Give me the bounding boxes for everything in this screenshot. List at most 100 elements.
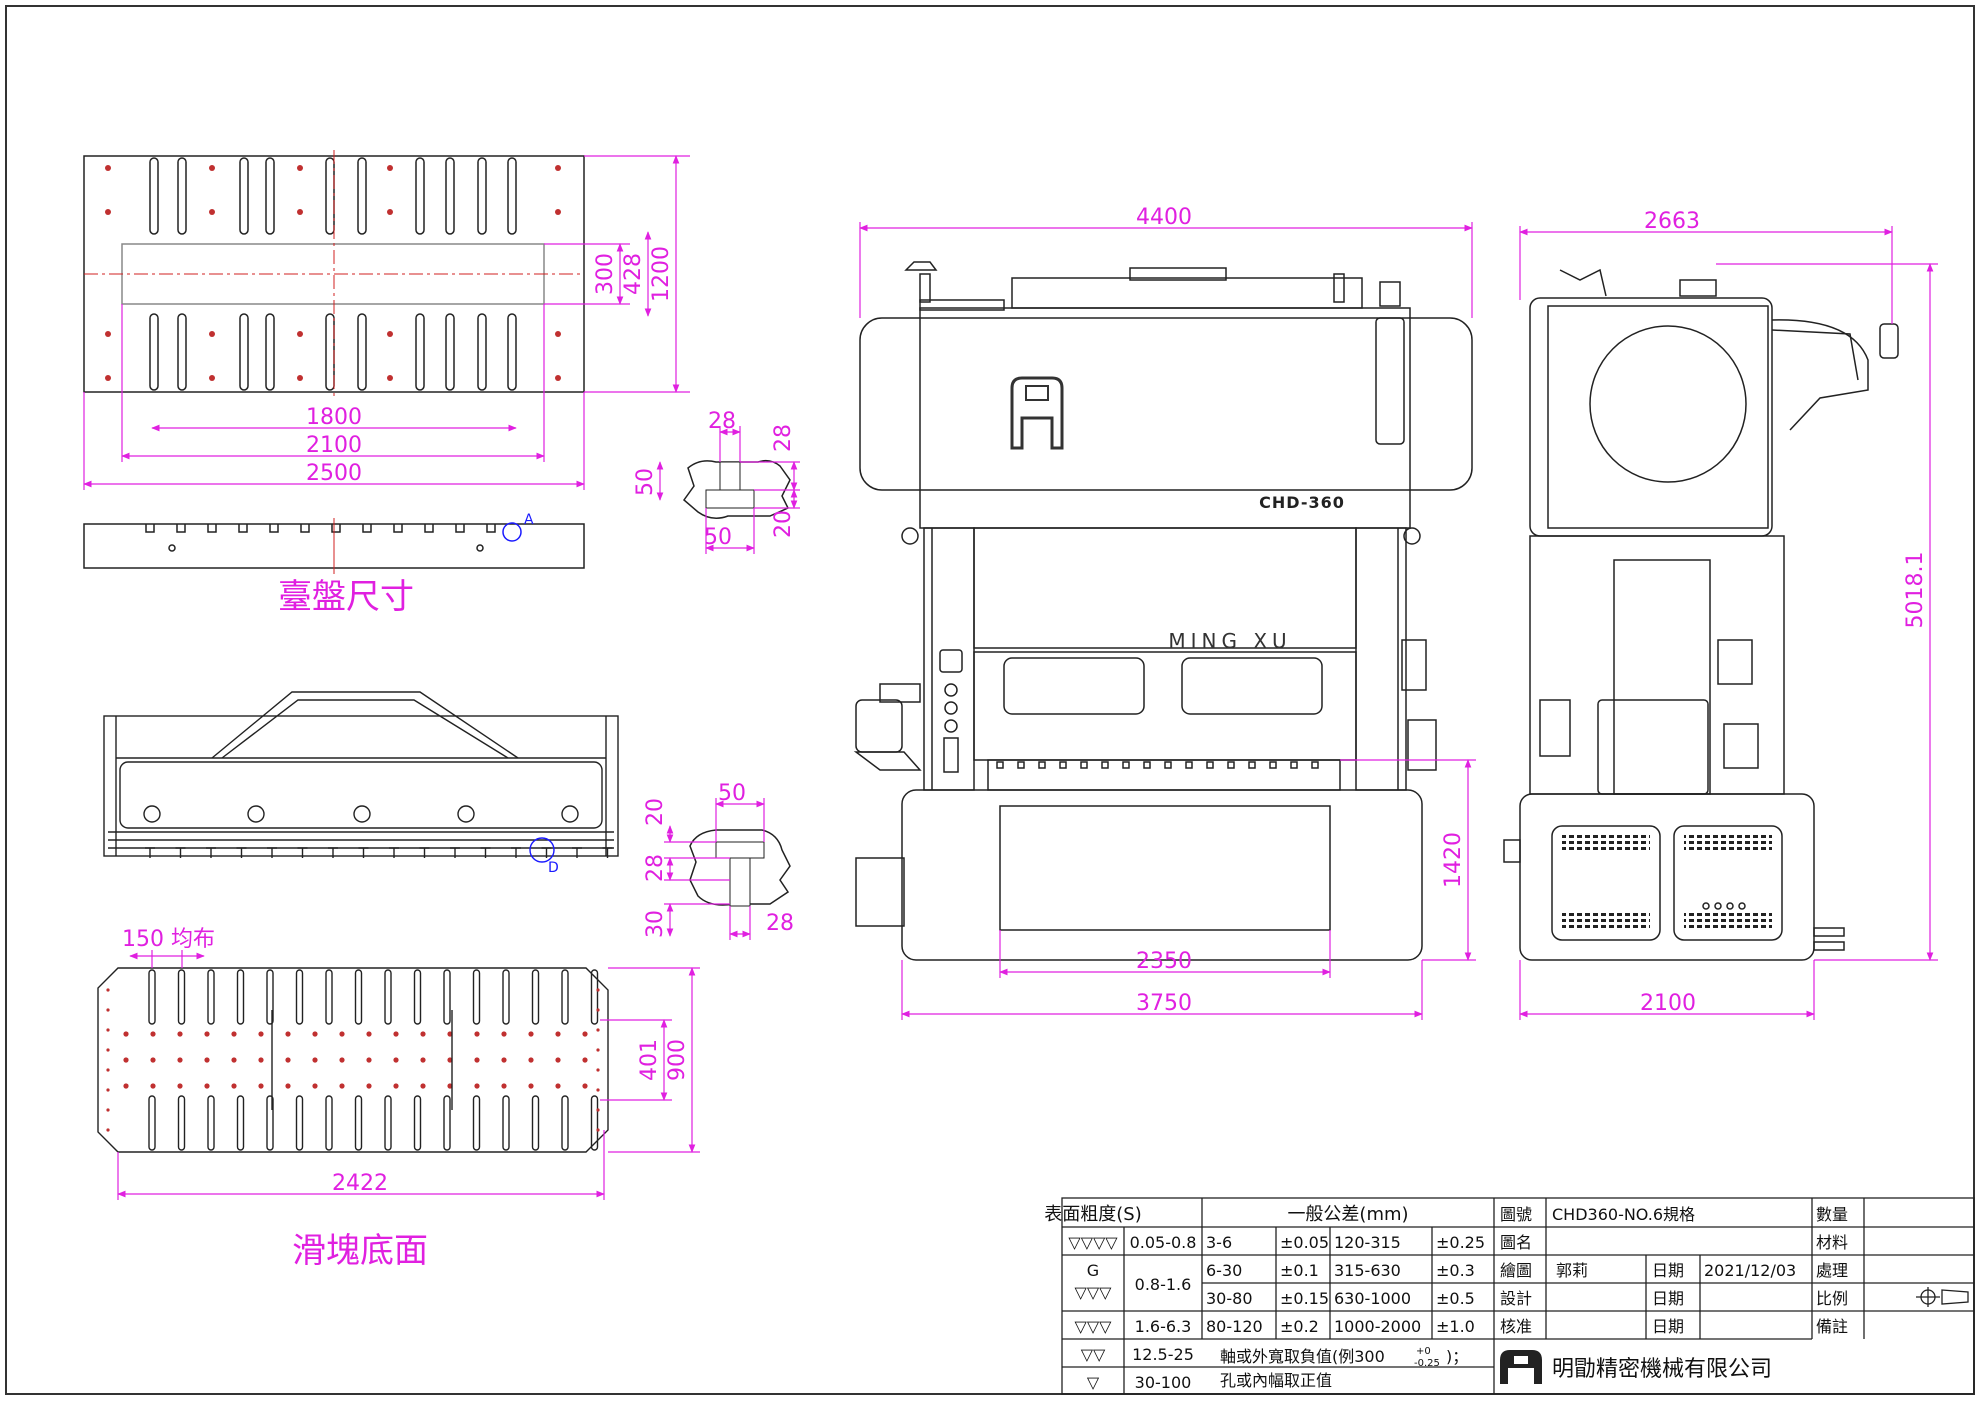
slide-hole	[555, 1057, 561, 1063]
slide-pin	[389, 847, 399, 858]
model-name: CHD-360	[1259, 493, 1345, 512]
slide-hole	[150, 1031, 156, 1037]
roughness-symbol-1: ▽▽▽▽	[1068, 1233, 1118, 1252]
slide-hole	[312, 1083, 318, 1089]
title-block-text: 表面粗度(S) 一般公差(mm) ▽▽▽▽ 0.05-0.8 G ▽▽▽ 0.8…	[1044, 1204, 1848, 1392]
slide-bolt-hole	[457, 805, 475, 823]
slide-hole	[420, 1031, 426, 1037]
tslot-detail-slide: 50 20 28 30 28	[643, 781, 794, 940]
sheet-border	[5, 5, 1975, 1395]
detail-mark-a: A	[524, 512, 534, 528]
label-drawing-name: 圖名	[1500, 1233, 1532, 1252]
tol-range1-4: 80-120	[1206, 1317, 1263, 1336]
roughness-range-2: 0.8-1.6	[1135, 1275, 1192, 1294]
slide-edge-hole	[596, 1128, 600, 1132]
slide-hole	[123, 1031, 129, 1037]
label-treatment: 處理	[1816, 1261, 1848, 1280]
slide-hole	[177, 1057, 183, 1063]
slide-bolt-hole	[247, 805, 265, 823]
slide-edge-hole	[106, 1088, 110, 1092]
slide-t-slot-pin	[1122, 761, 1130, 769]
slide-hole	[528, 1031, 534, 1037]
slide-pin	[511, 847, 521, 858]
slide-pin	[145, 847, 155, 858]
slide-pin	[541, 847, 552, 858]
t-slot	[265, 157, 275, 235]
slide-pin	[206, 847, 216, 858]
side-slot	[300, 524, 310, 533]
slide-slot	[148, 969, 156, 1025]
table-hole	[105, 375, 111, 381]
t-slot	[445, 313, 455, 391]
slide-slot	[266, 1095, 274, 1151]
side-slot	[455, 524, 465, 533]
dim-428: 428	[621, 253, 646, 295]
slide-slot	[295, 1095, 304, 1151]
slide-slot	[590, 969, 599, 1025]
label-designed: 設計	[1500, 1289, 1532, 1308]
tol-value2-1: ±0.25	[1436, 1233, 1485, 1252]
slide-hole	[123, 1057, 129, 1063]
dim-1200: 1200	[649, 246, 674, 302]
slide-edge-hole	[596, 1108, 600, 1112]
press-side-view	[1503, 268, 1899, 961]
slide-t-slot-pin	[1017, 761, 1025, 769]
detail-mark-d: D	[548, 860, 559, 876]
label-date-1: 日期	[1652, 1261, 1684, 1280]
table-hole	[297, 209, 303, 215]
side-hole	[476, 544, 484, 552]
roughness-symbol-2: ▽▽▽	[1075, 1283, 1113, 1302]
table-hole	[555, 331, 561, 337]
value-drawing-no: CHD360-NO.6規格	[1552, 1205, 1695, 1224]
slide-t-slot-pin	[1038, 761, 1046, 769]
slide-t-slot-pin	[1227, 761, 1235, 769]
slide-edge-hole	[596, 1008, 600, 1012]
tol-value1-1: ±0.05	[1280, 1233, 1329, 1252]
slide-hole	[339, 1083, 345, 1089]
slide-pin	[602, 847, 613, 858]
t-slot	[357, 313, 367, 391]
t-slot	[239, 157, 249, 235]
side-slot	[207, 524, 217, 533]
slide-slot	[148, 1095, 156, 1151]
label-scale: 比例	[1816, 1289, 1848, 1308]
side-slot	[145, 524, 155, 533]
tol-range2-1: 120-315	[1334, 1233, 1401, 1252]
slide-hole	[420, 1057, 426, 1063]
tslot-table-bottom-height: 20	[771, 510, 796, 538]
t-slot	[325, 157, 335, 235]
tol-range2-3: 630-1000	[1334, 1289, 1411, 1308]
t-slot	[149, 313, 159, 391]
t-slot	[415, 157, 425, 235]
company-name: 明勖精密機械有限公司	[1552, 1357, 1772, 1382]
slide-pin	[297, 847, 308, 858]
t-slot	[507, 157, 517, 235]
slide-hole	[474, 1031, 480, 1037]
slide-pin	[572, 847, 582, 858]
slide-edge-hole	[596, 1068, 600, 1072]
slide-hole	[339, 1031, 345, 1037]
side-hole	[168, 544, 176, 552]
tol-value1-3: ±0.15	[1280, 1289, 1329, 1308]
table-hole	[297, 375, 303, 381]
side-slot	[424, 524, 434, 533]
table-hole	[555, 209, 561, 215]
dim-401: 401	[637, 1039, 662, 1081]
slide-hole	[285, 1057, 291, 1063]
slide-hole	[258, 1057, 264, 1063]
slide-slot	[531, 969, 540, 1025]
label-drawing-no: 圖號	[1500, 1205, 1532, 1224]
slide-pin	[328, 847, 338, 858]
slide-slot	[354, 1095, 363, 1151]
slide-slot	[325, 969, 333, 1025]
slide-slot	[502, 1095, 510, 1151]
slide-hole	[339, 1057, 345, 1063]
table-hole	[209, 209, 215, 215]
slide-slot	[531, 1095, 540, 1151]
front-view-dimensions	[859, 222, 1476, 1020]
tslot-table-bottom-width: 50	[704, 525, 732, 550]
title-block	[1061, 1197, 1975, 1395]
slide-hole	[366, 1031, 372, 1037]
slide-t-slot-pin	[1143, 761, 1151, 769]
